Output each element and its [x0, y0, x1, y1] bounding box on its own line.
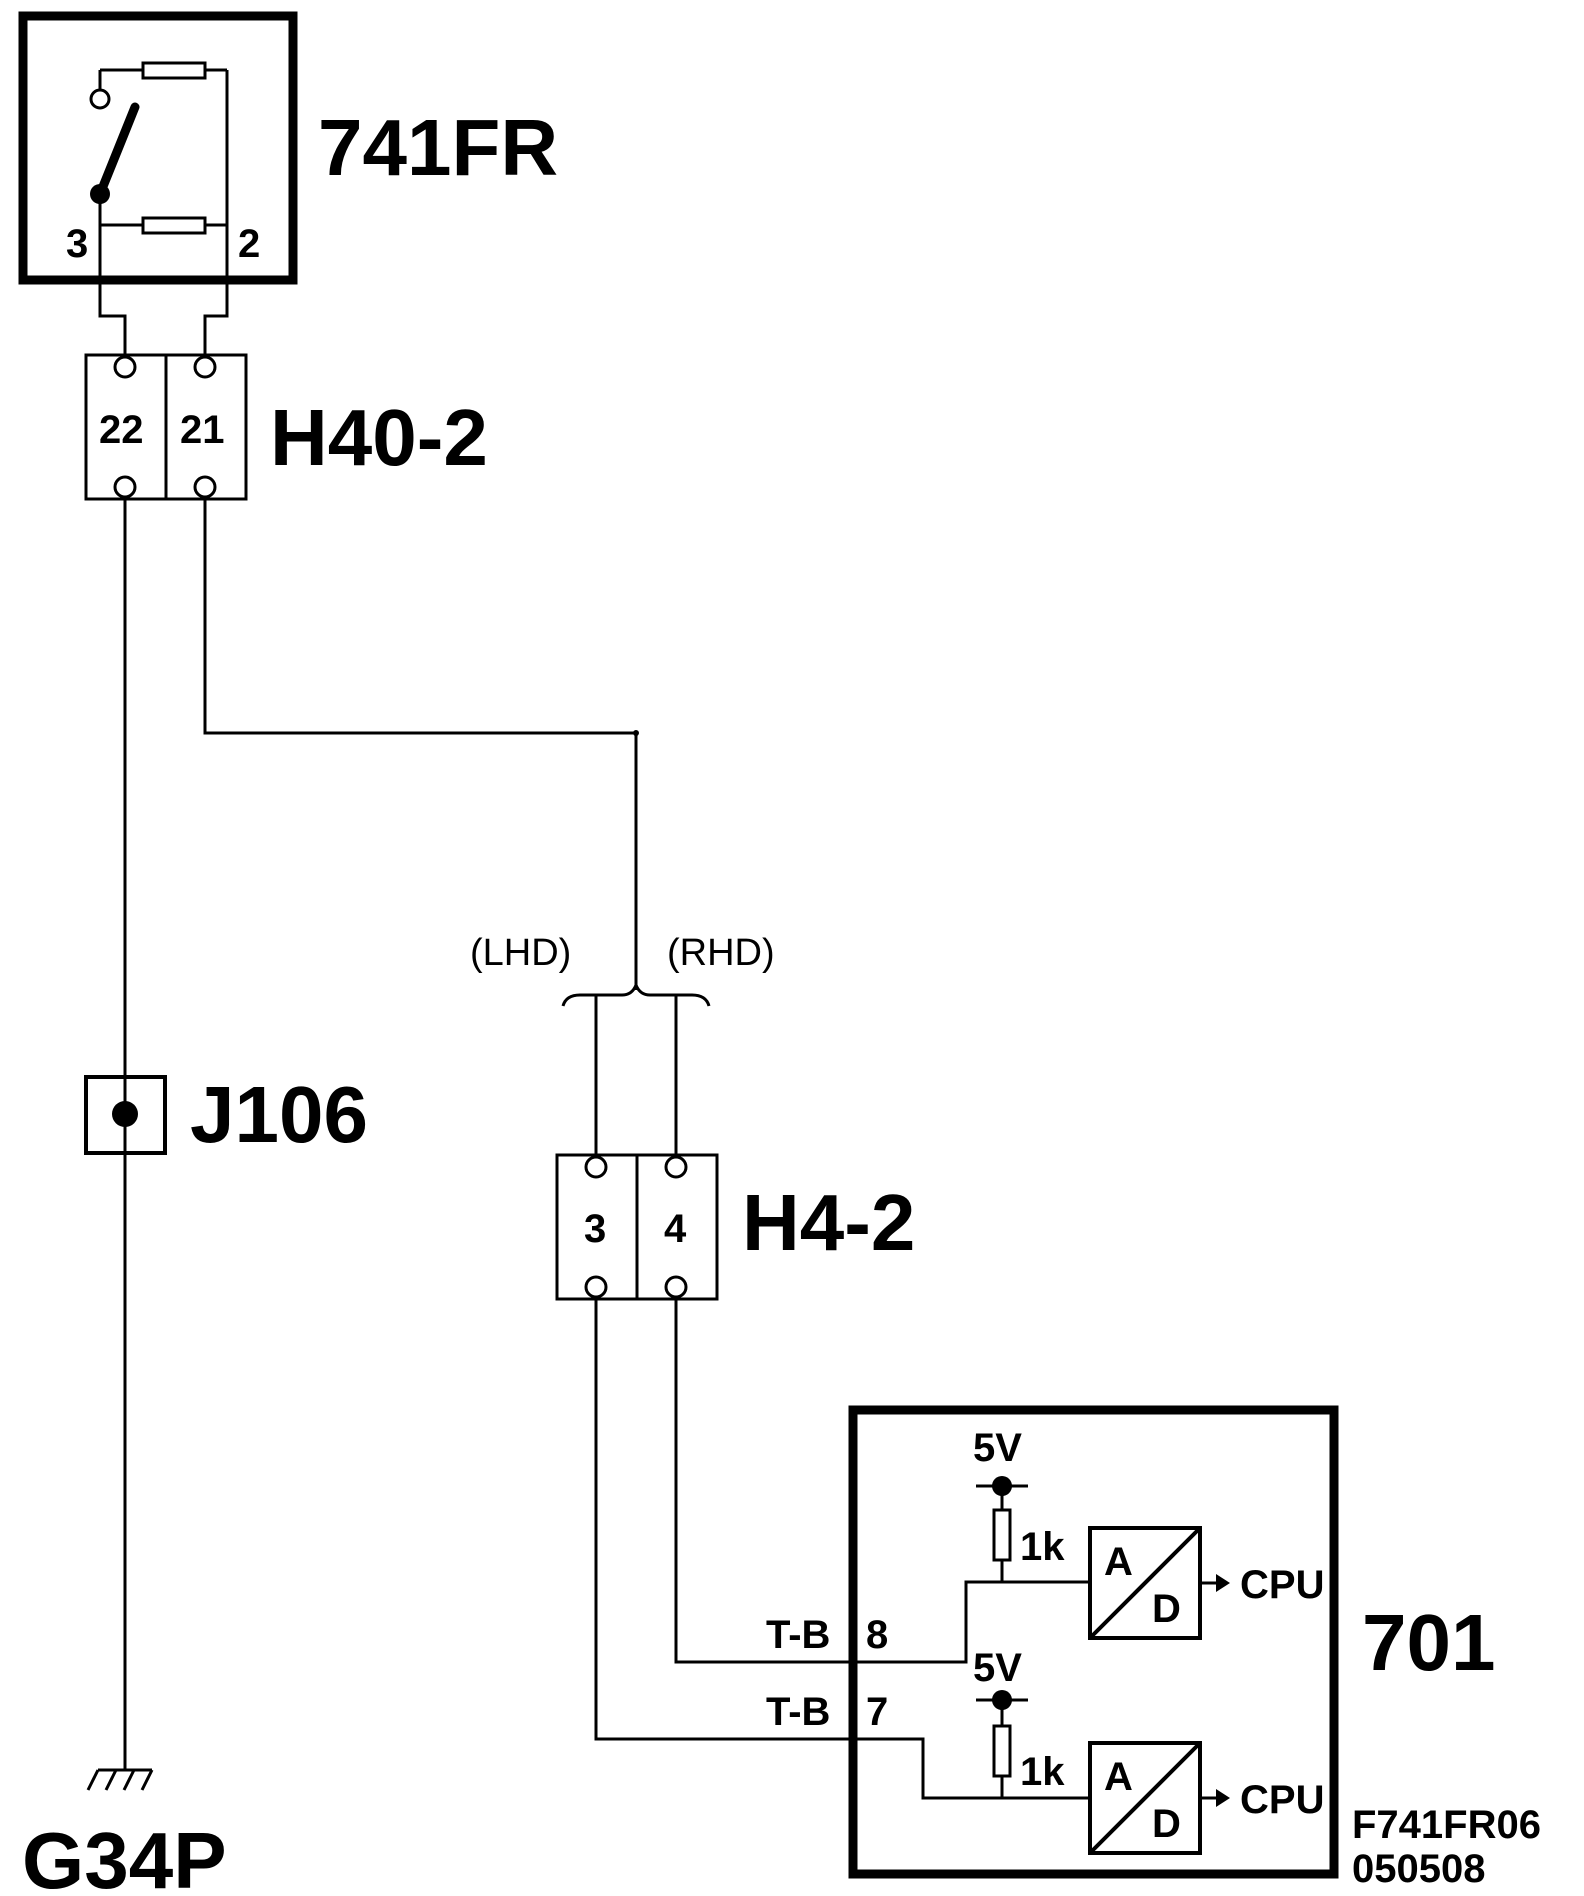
- switch-pin-2-label: 2: [238, 222, 260, 266]
- ecu-upper-supply-label: 5V: [973, 1426, 1022, 1470]
- ecu-upper-adc-d: D: [1152, 1587, 1181, 1631]
- lhd-label: (LHD): [470, 932, 571, 974]
- ecu-pin8-name: T-B: [766, 1613, 830, 1657]
- switch-lower-resistor: [141, 216, 207, 235]
- ecu-lower-resistor: [992, 1724, 1012, 1778]
- h40-pin-22-label: 22: [99, 408, 144, 452]
- ecu-lower-output-label: CPU: [1240, 1778, 1324, 1822]
- wire-switch-pin2: [203, 280, 229, 360]
- figure-code-line2: 050508: [1352, 1847, 1485, 1891]
- ecu-upper-resistor-label: 1k: [1020, 1525, 1065, 1569]
- splice-label: J106: [190, 1070, 368, 1159]
- splice-j106: J106: [84, 1070, 368, 1159]
- ecu-pin7-number: 7: [866, 1690, 888, 1734]
- h4-pin-3-label: 3: [584, 1207, 606, 1251]
- switch-label: 741FR: [318, 103, 558, 192]
- connector-h4-2: 3 4 H4-2: [555, 1153, 915, 1301]
- ecu-lower-resistor-label: 1k: [1020, 1750, 1065, 1794]
- ecu-upper-adc: A D: [1088, 1526, 1202, 1640]
- branch-brace: [561, 980, 711, 1007]
- wire-h4-3-to-pin7: [594, 1297, 1090, 1800]
- h40-pin-21-label: 21: [180, 408, 225, 452]
- figure-code-line1: F741FR06: [1352, 1803, 1541, 1847]
- ecu-701: 701 T-B 8 5V 1k A D CPU T-B 7 5V 1k: [766, 1405, 1495, 1879]
- h4-pin-4-label: 4: [664, 1207, 687, 1251]
- ecu-housing: [848, 1405, 1339, 1879]
- ecu-upper-adc-a: A: [1104, 1540, 1133, 1584]
- connector-h40-label: H40-2: [270, 393, 488, 482]
- switch-blade: [95, 102, 140, 199]
- wire-switch-pin3: [98, 280, 127, 360]
- switch-741fr: 3 2 741FR: [18, 11, 558, 285]
- connector-h40-2: 22 21 H40-2: [84, 353, 488, 501]
- ground-g34p: G34P: [22, 1768, 227, 1896]
- ecu-label: 701: [1362, 1598, 1495, 1687]
- ecu-pin7-name: T-B: [766, 1690, 830, 1734]
- rhd-label: (RHD): [667, 932, 775, 974]
- ecu-upper-resistor: [992, 1508, 1012, 1562]
- connector-h4-label: H4-2: [742, 1178, 915, 1267]
- switch-open-contact: [89, 88, 111, 110]
- switch-housing: [18, 11, 298, 285]
- splice-dot: [112, 1101, 138, 1127]
- wire-h4-4-to-pin8: [674, 1297, 1090, 1664]
- splice-box: [84, 1075, 167, 1155]
- ecu-upper-output-label: CPU: [1240, 1563, 1324, 1607]
- ground-label: G34P: [22, 1816, 227, 1896]
- wire-h40-21-to-branch: [203, 497, 638, 990]
- ecu-lower-output-arrow: [1216, 1789, 1230, 1807]
- switch-upper-resistor: [141, 61, 207, 80]
- ecu-lower-adc-a: A: [1104, 1755, 1133, 1799]
- ecu-lower-adc-d: D: [1152, 1802, 1181, 1846]
- lhd-rhd-branch: (LHD) (RHD): [470, 932, 775, 1007]
- ecu-pin8-number: 8: [866, 1613, 888, 1657]
- ecu-lower-adc: A D: [1088, 1741, 1202, 1855]
- ecu-lower-supply-label: 5V: [973, 1646, 1022, 1690]
- ecu-upper-output-arrow: [1216, 1574, 1230, 1592]
- switch-pin-3-label: 3: [66, 222, 88, 266]
